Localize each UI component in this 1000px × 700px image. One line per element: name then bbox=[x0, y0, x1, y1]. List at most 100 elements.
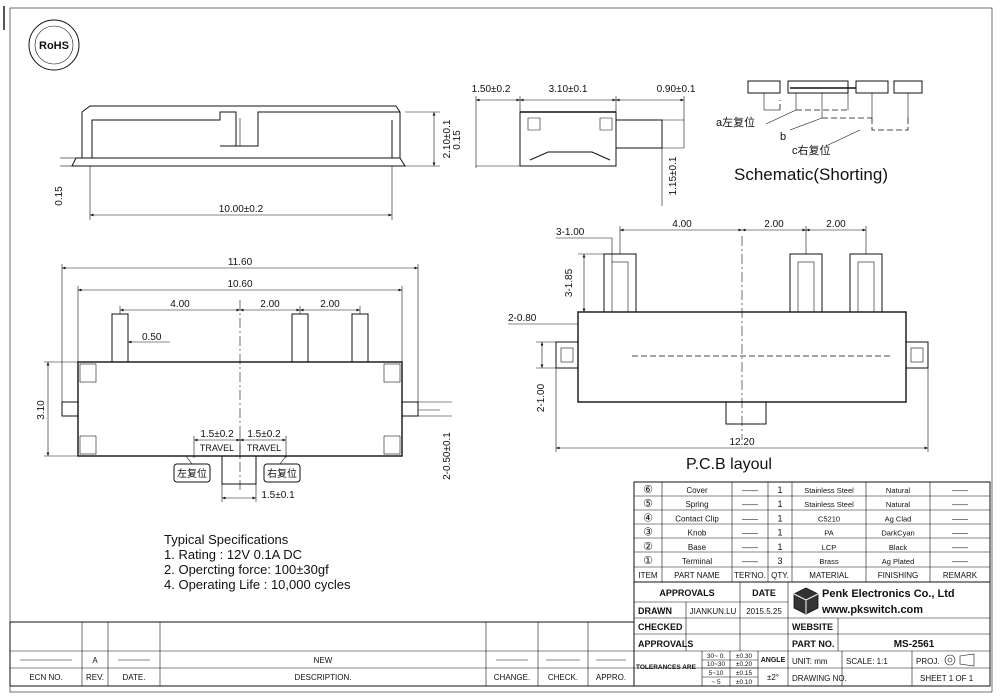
bom-header-qty: QTY. bbox=[771, 571, 789, 580]
bom-cell-finishing: Ag Clad bbox=[885, 514, 912, 523]
bom-header-material: MATERIAL bbox=[809, 571, 849, 580]
bom-cell-qty: 1 bbox=[777, 513, 782, 523]
side-mid-dim: 3.10±0.1 bbox=[549, 84, 588, 95]
travel-right-dim: 1.5±0.2 bbox=[247, 429, 281, 440]
bom-cell-ter: —— bbox=[742, 529, 758, 538]
bom-cell-qty: 1 bbox=[777, 485, 782, 495]
bom-cell-qty: 1 bbox=[777, 528, 782, 538]
bom-cell-part: Cover bbox=[686, 486, 708, 495]
bom-cell-finishing: Ag Plated bbox=[882, 557, 915, 566]
bom-cell-part: Terminal bbox=[682, 557, 712, 566]
tb-unit: UNIT: mm bbox=[792, 657, 828, 666]
bom-cell-no: ④ bbox=[643, 512, 653, 524]
front-view: 11.60 10.60 4.00 2.00 2.00 0.50 3.10 1.5… bbox=[36, 257, 453, 502]
bom-cell-finishing: Natural bbox=[886, 500, 911, 509]
company-logo-icon bbox=[793, 587, 819, 615]
pcb-mount-dim: 2-1.00 bbox=[536, 383, 547, 412]
bom-cell-ter: —— bbox=[742, 557, 758, 566]
bom-cell-material: Brass bbox=[819, 557, 838, 566]
revision-table bbox=[9, 621, 635, 687]
pcb-pitch2-dim: 2.00 bbox=[764, 219, 784, 230]
pcb-title: P.C.B layoul bbox=[686, 456, 772, 473]
bom-cell-material: Stainless Steel bbox=[804, 486, 854, 495]
top-thick-dim: 0.15 bbox=[54, 186, 65, 206]
bom-cell-qty: 1 bbox=[777, 499, 782, 509]
bom-cell-material: LCP bbox=[822, 543, 837, 552]
rev-header-change: CHANGE. bbox=[494, 673, 530, 682]
tb-part-no-label: PART NO. bbox=[792, 639, 834, 649]
bom-header-row: ITEM PART NAME TER'NO. QTY. MATERIAL FIN… bbox=[638, 571, 977, 580]
side-knob-dim: 1.15±0.1 bbox=[668, 156, 679, 195]
bom-cell-no: ⑤ bbox=[643, 498, 653, 510]
bom-cell-ter: —— bbox=[742, 486, 758, 495]
tb-approvals2: APPROVALS bbox=[638, 639, 693, 649]
bom-cell-part: Knob bbox=[688, 529, 707, 538]
spec-line-2: 2. Opercting force: 100±30gf bbox=[164, 562, 329, 577]
tb-part-no: MS-2561 bbox=[894, 639, 935, 650]
rev-header-ecn: ECN NO. bbox=[29, 673, 62, 682]
pcb-pitch3-dim: 2.00 bbox=[826, 219, 846, 230]
right-reset-label: 右复位 bbox=[267, 467, 297, 480]
pcb-hole-dim: 3-1.00 bbox=[556, 227, 585, 238]
tb-angle-val: ±2° bbox=[767, 673, 779, 682]
tb-website-label: WEBSITE bbox=[792, 622, 833, 632]
tol-value-1: ±0.30 bbox=[736, 653, 753, 660]
tol-value-3: ±0.15 bbox=[736, 670, 753, 677]
bom-cell-remark: —— bbox=[952, 543, 968, 552]
rev-description: NEW bbox=[314, 656, 333, 665]
bom-cell-part: Spring bbox=[685, 500, 708, 509]
tb-drawing-no: DRAWING NO. bbox=[792, 674, 847, 683]
schematic-title: Schematic(Shorting) bbox=[734, 165, 888, 184]
tb-tolerances: TOLERANCES ARE bbox=[636, 664, 697, 671]
front-body-dim: 10.60 bbox=[227, 279, 252, 290]
bom-cell-remark: —— bbox=[952, 514, 968, 523]
tol-range-2: 10~30 bbox=[707, 661, 726, 668]
bom-cell-remark: —— bbox=[952, 500, 968, 509]
tol-range-1: 30~ 0. bbox=[707, 653, 725, 660]
tb-angle: ANGLE bbox=[761, 657, 786, 664]
travel-left-dim: 1.5±0.2 bbox=[200, 429, 234, 440]
bom-cell-no: ① bbox=[643, 555, 653, 567]
tb-drawn-by: JIANKUN.LU bbox=[690, 607, 737, 616]
rev-header-check: CHECK. bbox=[548, 673, 578, 682]
bom-cell-qty: 1 bbox=[777, 542, 782, 552]
bom-cell-no: ② bbox=[643, 541, 653, 553]
top-width-dim: 10.00±0.2 bbox=[219, 204, 264, 215]
tb-date: DATE bbox=[752, 588, 776, 598]
spec-line-1: 1. Rating : 12V 0.1A DC bbox=[164, 547, 302, 562]
pcb-side-dim: 2-0.80 bbox=[508, 313, 537, 324]
tol-value-4: ±0.10 bbox=[736, 679, 753, 686]
bom-cell-finishing: DarkCyan bbox=[881, 529, 914, 538]
spec-line-3: 4. Operating Life : 10,000 cycles bbox=[164, 577, 351, 592]
bom-header-finishing: FINISHING bbox=[878, 571, 918, 580]
bom-cell-remark: —— bbox=[952, 557, 968, 566]
top-height-dim: 2.10±0.1 bbox=[442, 119, 453, 158]
bom-cell-no: ⑥ bbox=[643, 484, 653, 496]
rev-header-date: DATE. bbox=[123, 673, 146, 682]
schematic-label-a: a左复位 bbox=[716, 115, 755, 129]
bom-header-item: ITEM bbox=[638, 571, 657, 580]
bom-cell-remark: —— bbox=[952, 486, 968, 495]
tb-company: Penk Electronics Co., Ltd bbox=[822, 588, 955, 600]
bom-cell-material: C5210 bbox=[818, 514, 840, 523]
travel-left-label: TRAVEL bbox=[200, 443, 234, 453]
front-pin-dim: 0.50 bbox=[142, 332, 162, 343]
bom-cell-material: PA bbox=[824, 529, 833, 538]
tol-range-4: ~ 5 bbox=[711, 679, 721, 686]
rohs-logo: RoHS bbox=[28, 19, 80, 71]
left-reset-label: 左复位 bbox=[177, 467, 207, 480]
pcb-width-dim: 12.20 bbox=[729, 437, 754, 448]
bom-cell-no: ③ bbox=[643, 527, 653, 539]
bom-cell-part: Contact Clip bbox=[675, 514, 719, 523]
bom-cell-finishing: Natural bbox=[886, 486, 911, 495]
bom-cell-ter: —— bbox=[742, 543, 758, 552]
bom-header-part: PART NAME bbox=[674, 571, 720, 580]
sheet-border bbox=[9, 7, 993, 693]
rev-header-appro: APPRO. bbox=[596, 673, 626, 682]
rev-header-description: DESCRIPTION. bbox=[295, 673, 352, 682]
front-pitch2-dim: 2.00 bbox=[260, 299, 280, 310]
front-pitch3-dim: 2.00 bbox=[320, 299, 340, 310]
bom-cell-remark: —— bbox=[952, 529, 968, 538]
tol-range-3: 5~10 bbox=[709, 670, 724, 677]
